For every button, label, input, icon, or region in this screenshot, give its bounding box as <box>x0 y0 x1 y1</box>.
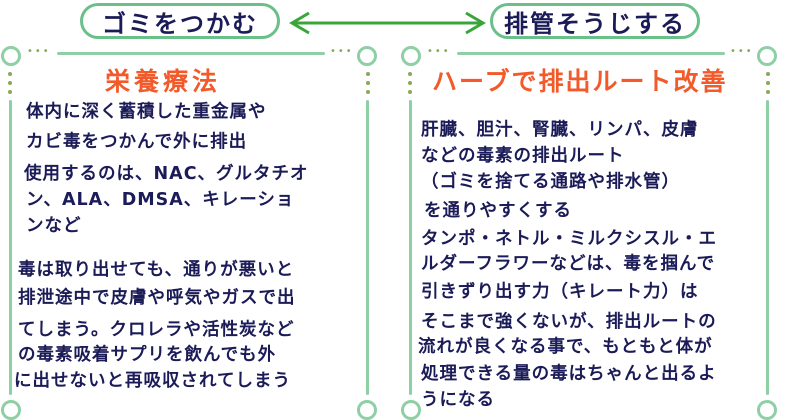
left-line: の毒素吸着サプリを飲んでも外 <box>18 345 277 365</box>
left-line: に出せないと再吸収されてしまう <box>14 371 291 391</box>
right-line: を通りやすくする <box>424 201 572 221</box>
left-line: 体内に深く蓄積した重金属や <box>26 102 267 122</box>
left-line: 使用するのは、NAC、グルタチオ <box>24 164 309 184</box>
right-line: 肝臓、胆汁、腎臓、リンパ、皮膚 <box>421 120 699 140</box>
right-line: うになる <box>421 390 495 410</box>
clean-pipes-label: 排管そうじする <box>490 3 700 39</box>
double-arrow-icon <box>289 11 486 35</box>
right-line: 引きずり出す力（キレート力）は <box>421 282 699 302</box>
left-line: カビ毒をつかんで外に排出 <box>26 132 248 152</box>
right-line: 流れが良くなる事で、もともと体が <box>418 337 713 357</box>
left-panel-title: 栄養療法 <box>105 67 222 96</box>
right-line: そこまで強くないが、排出ルートの <box>421 312 717 332</box>
right-line: ルダーフラワーなどは、毒を掴んで <box>421 254 716 274</box>
left-line: 毒は取り出せても、通りが悪いと <box>18 260 295 280</box>
left-line: ン、ALA、DMSA、キレーショ <box>26 190 295 210</box>
grab-trash-label: ゴミをつかむ <box>80 3 280 39</box>
right-line: タンポ・ネトル・ミルクシスル・エ <box>421 229 717 249</box>
right-panel-title: ハーブで排出ルート改善 <box>432 67 728 96</box>
right-line: （ゴミを捨てる通路や排水管） <box>421 172 680 192</box>
left-line: ンなど <box>26 216 82 236</box>
left-line: てしまう。クロレラや活性炭など <box>18 320 295 340</box>
right-line: 処理できる量の毒はちゃんと出るよ <box>421 364 717 384</box>
left-line: 排泄途中で皮膚や呼気やガスで出 <box>18 288 296 308</box>
right-line: などの毒素の排出ルート <box>421 146 625 166</box>
